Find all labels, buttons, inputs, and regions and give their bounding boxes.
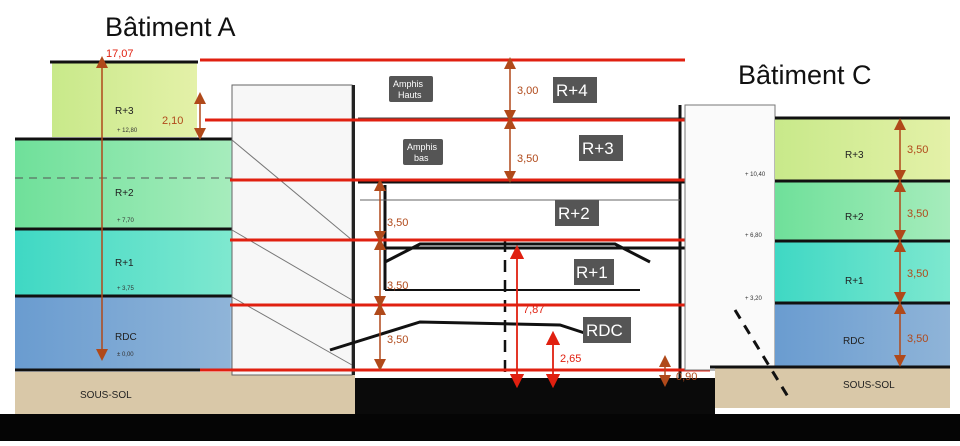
- c-label-r1: R+1: [845, 276, 864, 287]
- c-elev-r1: + 3,20: [745, 296, 763, 302]
- a-label-r3: R+3: [115, 106, 134, 117]
- c-elev-r3: + 10,40: [745, 172, 766, 178]
- a-elev-r1: + 3,75: [117, 286, 135, 292]
- ground-band: [0, 414, 960, 441]
- tag-r1-label: R+1: [576, 263, 608, 282]
- a-label-r1: R+1: [115, 258, 134, 269]
- tag-r3: [579, 135, 623, 161]
- title-batiment-c: Bâtiment C: [738, 60, 872, 90]
- amphis-hauts-line2: Hauts: [398, 90, 422, 100]
- a-floor-rdc: [15, 297, 230, 369]
- tag-rdc-label: RDC: [586, 321, 623, 340]
- c-height-r3: 3,50: [907, 144, 928, 156]
- c-height-rdc: 3,50: [907, 333, 928, 345]
- central-step: 0,90: [676, 371, 697, 383]
- tag-rdc: [583, 317, 631, 343]
- a-elev-r2: + 7,70: [117, 218, 135, 224]
- tag-r2: [555, 200, 599, 226]
- title-batiment-a: Bâtiment A: [105, 12, 236, 42]
- a-floor-r1: [15, 230, 230, 295]
- tag-r4-label: R+4: [556, 81, 588, 100]
- a-total-height: 17,07: [106, 48, 134, 60]
- a-stair-core: [231, 84, 353, 376]
- c-label-rdc: RDC: [843, 336, 865, 347]
- a-label-rdc: RDC: [115, 332, 137, 343]
- a-label-r2: R+2: [115, 188, 134, 199]
- c-basement: [715, 368, 950, 408]
- c-elev-r2: + 6,80: [745, 233, 763, 239]
- c-height-r2: 3,50: [907, 208, 928, 220]
- c-floor-r2: [775, 182, 950, 240]
- central-mezzanine: 2,65: [560, 353, 581, 365]
- a-basement: [15, 372, 355, 414]
- tag-r4: [553, 77, 597, 103]
- a-parapet-height: 2,10: [162, 115, 183, 127]
- c-floor-rdc: [775, 304, 950, 366]
- c-label-basement: SOUS-SOL: [843, 380, 895, 391]
- c-height-r1: 3,50: [907, 268, 928, 280]
- central-height-rdc: 3,50: [387, 334, 408, 346]
- a-floor-r3: [52, 62, 197, 137]
- tag-r3-label: R+3: [582, 139, 614, 158]
- c-floor-r1: [775, 242, 950, 302]
- c-label-r2: R+2: [845, 212, 864, 223]
- c-label-r3: R+3: [845, 150, 864, 161]
- amphis-bas-tag: [403, 139, 443, 165]
- amphis-hauts-line1: Amphis: [393, 79, 424, 89]
- central-height-r3: 3,50: [517, 153, 538, 165]
- tag-r2-label: R+2: [558, 204, 590, 223]
- central-height-r2: 3,50: [387, 217, 408, 229]
- amphis-bas-line2: bas: [414, 153, 429, 163]
- a-label-basement: SOUS-SOL: [80, 390, 132, 401]
- amphis-hauts-tag: [389, 76, 433, 102]
- building-c: R+3 R+2 R+1 RDC SOUS-SOL + 10,40 + 6,80 …: [684, 104, 950, 408]
- a-elev-r3: + 12,80: [117, 128, 138, 134]
- a-floor-r2: [15, 140, 230, 228]
- amphis-bas-line1: Amphis: [407, 142, 438, 152]
- a-elev-rdc: ± 0,00: [117, 352, 134, 358]
- central-height-r4: 3,00: [517, 85, 538, 97]
- building-a: R+3 R+2 R+1 RDC SOUS-SOL + 12,80 + 7,70 …: [15, 48, 358, 414]
- central-tall-void: 7,87: [523, 304, 544, 316]
- central-height-r1: 3,50: [387, 280, 408, 292]
- tag-r1: [574, 259, 614, 285]
- c-floor-r3: [775, 118, 950, 180]
